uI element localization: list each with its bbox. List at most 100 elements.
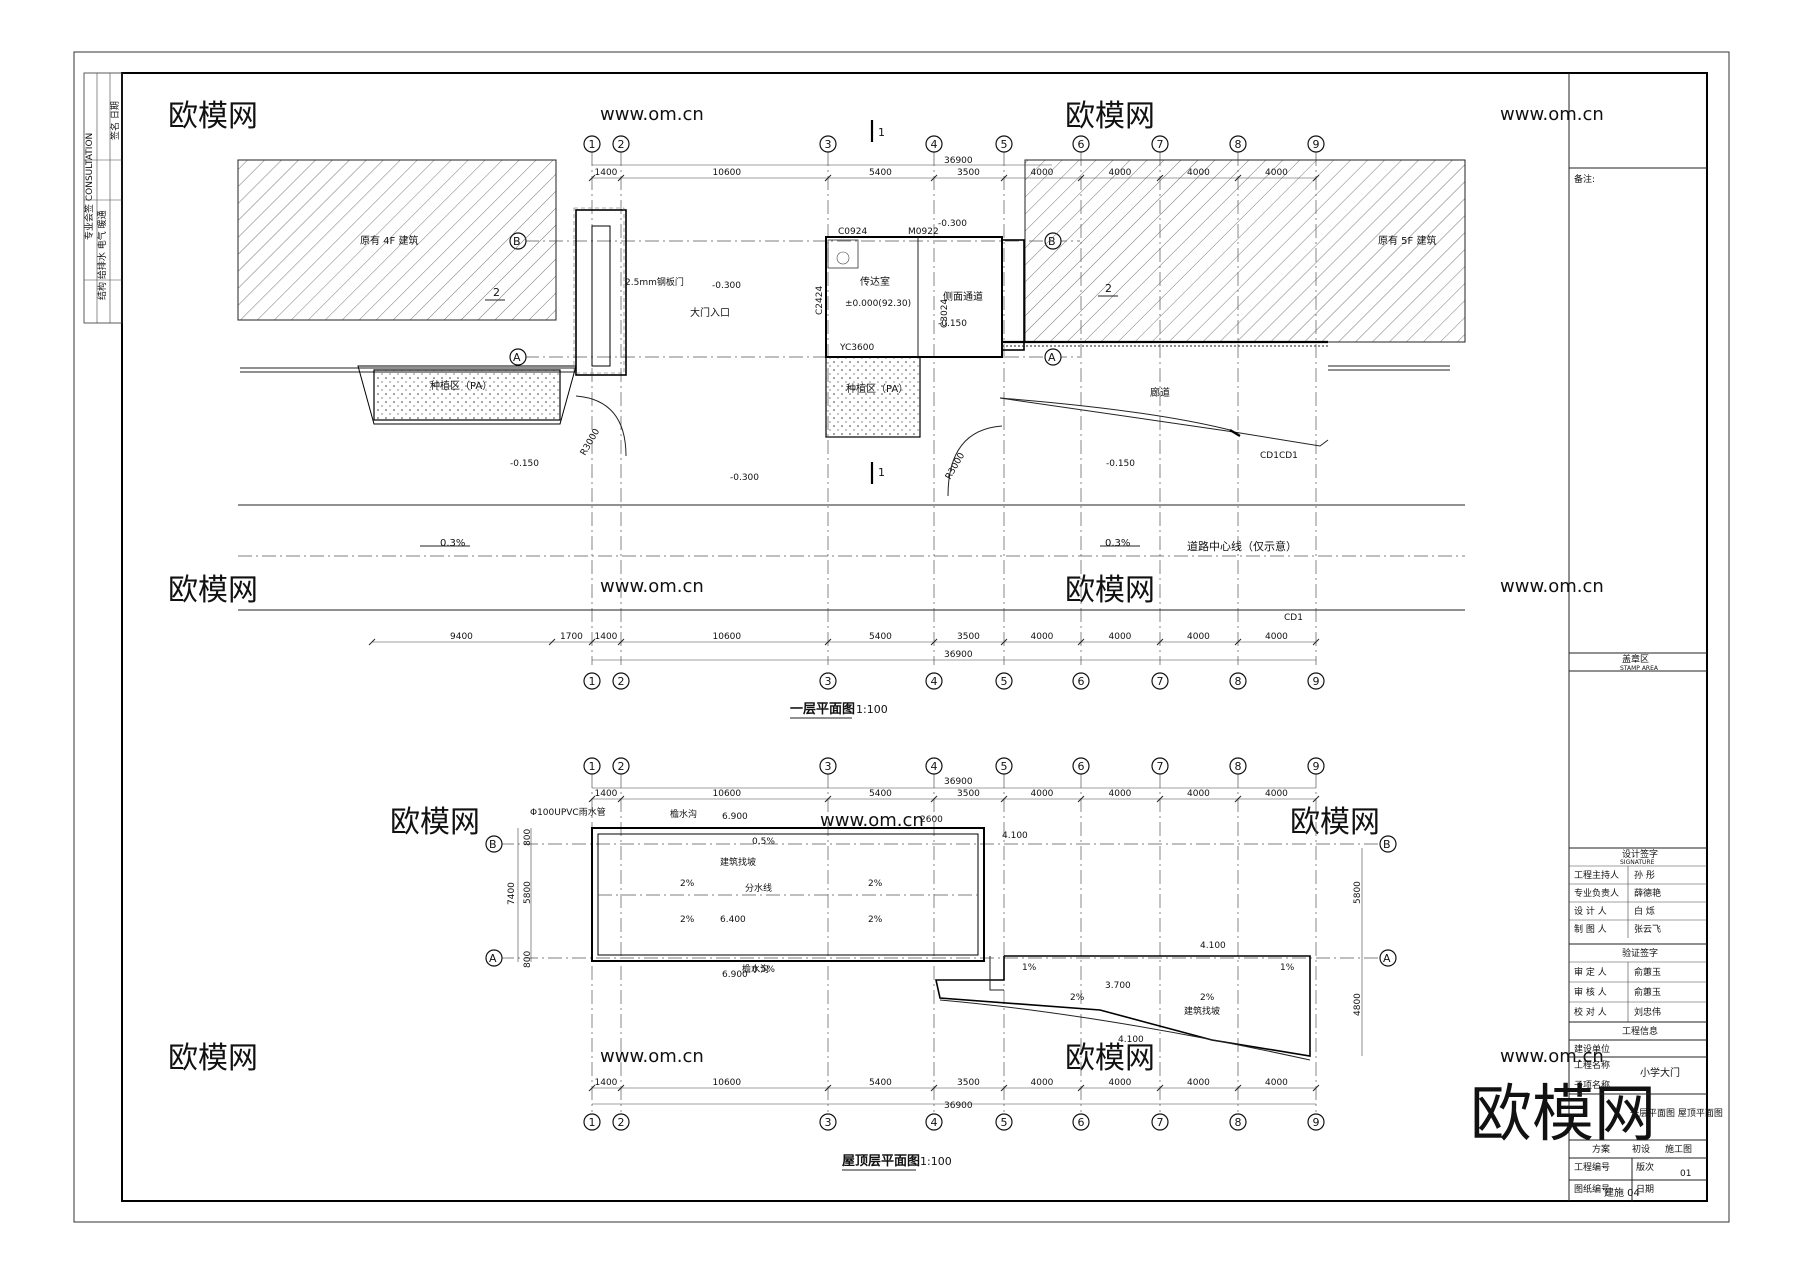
label-yc: YC3600: [839, 343, 874, 353]
plan2-title: 屋顶层平面图: [842, 1154, 920, 1169]
axis-label: 6: [1078, 675, 1085, 688]
design-sign: 设计签字: [1622, 848, 1658, 860]
dim-top-roof-tick: [588, 795, 596, 803]
watermark-cn: 欧模网: [1290, 805, 1380, 840]
dim-top-tick: [588, 174, 596, 182]
axis-label: 5: [1001, 1116, 1008, 1129]
axis-bubble: [1072, 135, 1090, 153]
level-mark: -0.150: [1106, 459, 1135, 469]
project-info: 工程信息: [1622, 1025, 1658, 1037]
dim-800: 800: [523, 951, 533, 968]
label-gate: 大门入口: [690, 306, 730, 319]
axis-bubble: [819, 757, 837, 775]
watermark-url: www.om.cn: [1500, 1046, 1604, 1067]
label-radius-right: R3000: [944, 451, 967, 481]
label-level-41-c: 4.100: [1118, 1035, 1144, 1045]
dim-7400: 7400: [507, 882, 517, 905]
dim-top-roof-tick: [1156, 795, 1164, 803]
label-slope-2-low: 2%: [1200, 993, 1215, 1003]
axis-bubble: [583, 135, 601, 153]
dim-top-tick: [617, 174, 625, 182]
label-roof-slope: 建筑找坡: [720, 856, 756, 868]
watermark-cn: 欧模网: [1065, 99, 1155, 134]
dim-bottom-tick: [824, 638, 832, 646]
axis-bubble: [819, 1113, 837, 1131]
dim-top-roof-value: 5400: [869, 789, 892, 799]
dim-top-tick: [1000, 174, 1008, 182]
dim-top-value: 4000: [1187, 168, 1210, 178]
label-planter-mid: 种植区（PA）: [846, 382, 908, 395]
row-label: A: [1048, 351, 1056, 364]
dim-bottom-roof-value: 4000: [1187, 1078, 1210, 1088]
tb-role: 审 核 人: [1574, 986, 1607, 998]
dim-top-roof-tick: [1234, 795, 1242, 803]
outer-frame: [73, 51, 1730, 1223]
axis-bubble: [1072, 757, 1090, 775]
row-bubble: [485, 949, 503, 967]
strip-row3: 签名 日期: [109, 101, 121, 140]
dim-bottom-value: 4000: [1187, 632, 1210, 642]
watermark-cn: 欧模网: [168, 573, 258, 608]
dim-top-value: 10600: [713, 168, 742, 178]
project-name: 小学大门: [1640, 1066, 1680, 1079]
label-slope-2: 2%: [868, 915, 883, 925]
axis-bubble: [995, 1113, 1013, 1131]
dim-bottom-roof-tick: [930, 1084, 938, 1092]
project-name-label: 工程名称: [1574, 1059, 1610, 1071]
label-level-41-b: 4.100: [1200, 941, 1226, 951]
dim-top-tick: [1312, 174, 1320, 182]
dim-4800-right: 4800: [1353, 993, 1363, 1016]
axis-bubble: [925, 135, 943, 153]
tb-name: 俞蕙玉: [1634, 966, 1661, 978]
label-level-37: 3.700: [1105, 981, 1131, 991]
axis-bubble: [995, 757, 1013, 775]
tb-role: 审 定 人: [1574, 966, 1607, 978]
dim-bottom-tick: [1077, 638, 1085, 646]
axis-bubble: [1072, 1113, 1090, 1131]
label-gutter: 檐水沟: [670, 808, 697, 820]
phase-opt: 方案: [1592, 1143, 1610, 1155]
dim-bottom-roof-tick: [824, 1084, 832, 1092]
dim-bottom-tick: [930, 638, 938, 646]
dim-bottom-roof-tick: [1077, 1084, 1085, 1092]
axis-label: 7: [1157, 675, 1164, 688]
tb-role: 制 图 人: [1574, 923, 1607, 935]
axis-label: 9: [1313, 675, 1320, 688]
axis-label: 8: [1235, 675, 1242, 688]
planter-mid: [825, 356, 921, 438]
axis-bubble: [819, 672, 837, 690]
dim-top-roof-tick: [930, 795, 938, 803]
axis-label: 7: [1157, 138, 1164, 151]
roof-main: [591, 827, 985, 962]
dim-top-tick: [824, 174, 832, 182]
label-slope-2: 2%: [680, 879, 695, 889]
dim-top-value: 4000: [1109, 168, 1132, 178]
dim-bottom-tick: [1156, 638, 1164, 646]
tb-name: 刘忠伟: [1634, 1006, 1661, 1018]
axis-bubble: [925, 672, 943, 690]
axis-bubble: [1307, 135, 1325, 153]
dim-top-value: 3500: [957, 168, 980, 178]
dim-top-roof-value: 10600: [713, 789, 742, 799]
axis-bubble: [1229, 1113, 1247, 1131]
dim-bottom-roof-value: 4000: [1265, 1078, 1288, 1088]
axis-label: 8: [1235, 760, 1242, 773]
label-slope-left: 0.3%: [440, 538, 465, 549]
dim-top-value: 5400: [869, 168, 892, 178]
axis-label: 9: [1313, 138, 1320, 151]
axis-label: 2: [618, 138, 625, 151]
dim-bottom-roof-value: 3500: [957, 1078, 980, 1088]
existing-building-right: [1024, 159, 1466, 343]
axis-label: 7: [1157, 760, 1164, 773]
axis-label: 9: [1313, 760, 1320, 773]
label-slope-1: 1%: [1280, 963, 1295, 973]
dim-top-value: 1400: [595, 168, 618, 178]
planter-left: [373, 369, 561, 421]
phase-opt: 施工图: [1665, 1143, 1692, 1155]
dim-top-roof-value: 4000: [1187, 789, 1210, 799]
watermark-url: www.om.cn: [1500, 576, 1604, 597]
dim-bottom-tick: [1234, 638, 1242, 646]
stamp-area: 盖章区: [1622, 653, 1649, 665]
